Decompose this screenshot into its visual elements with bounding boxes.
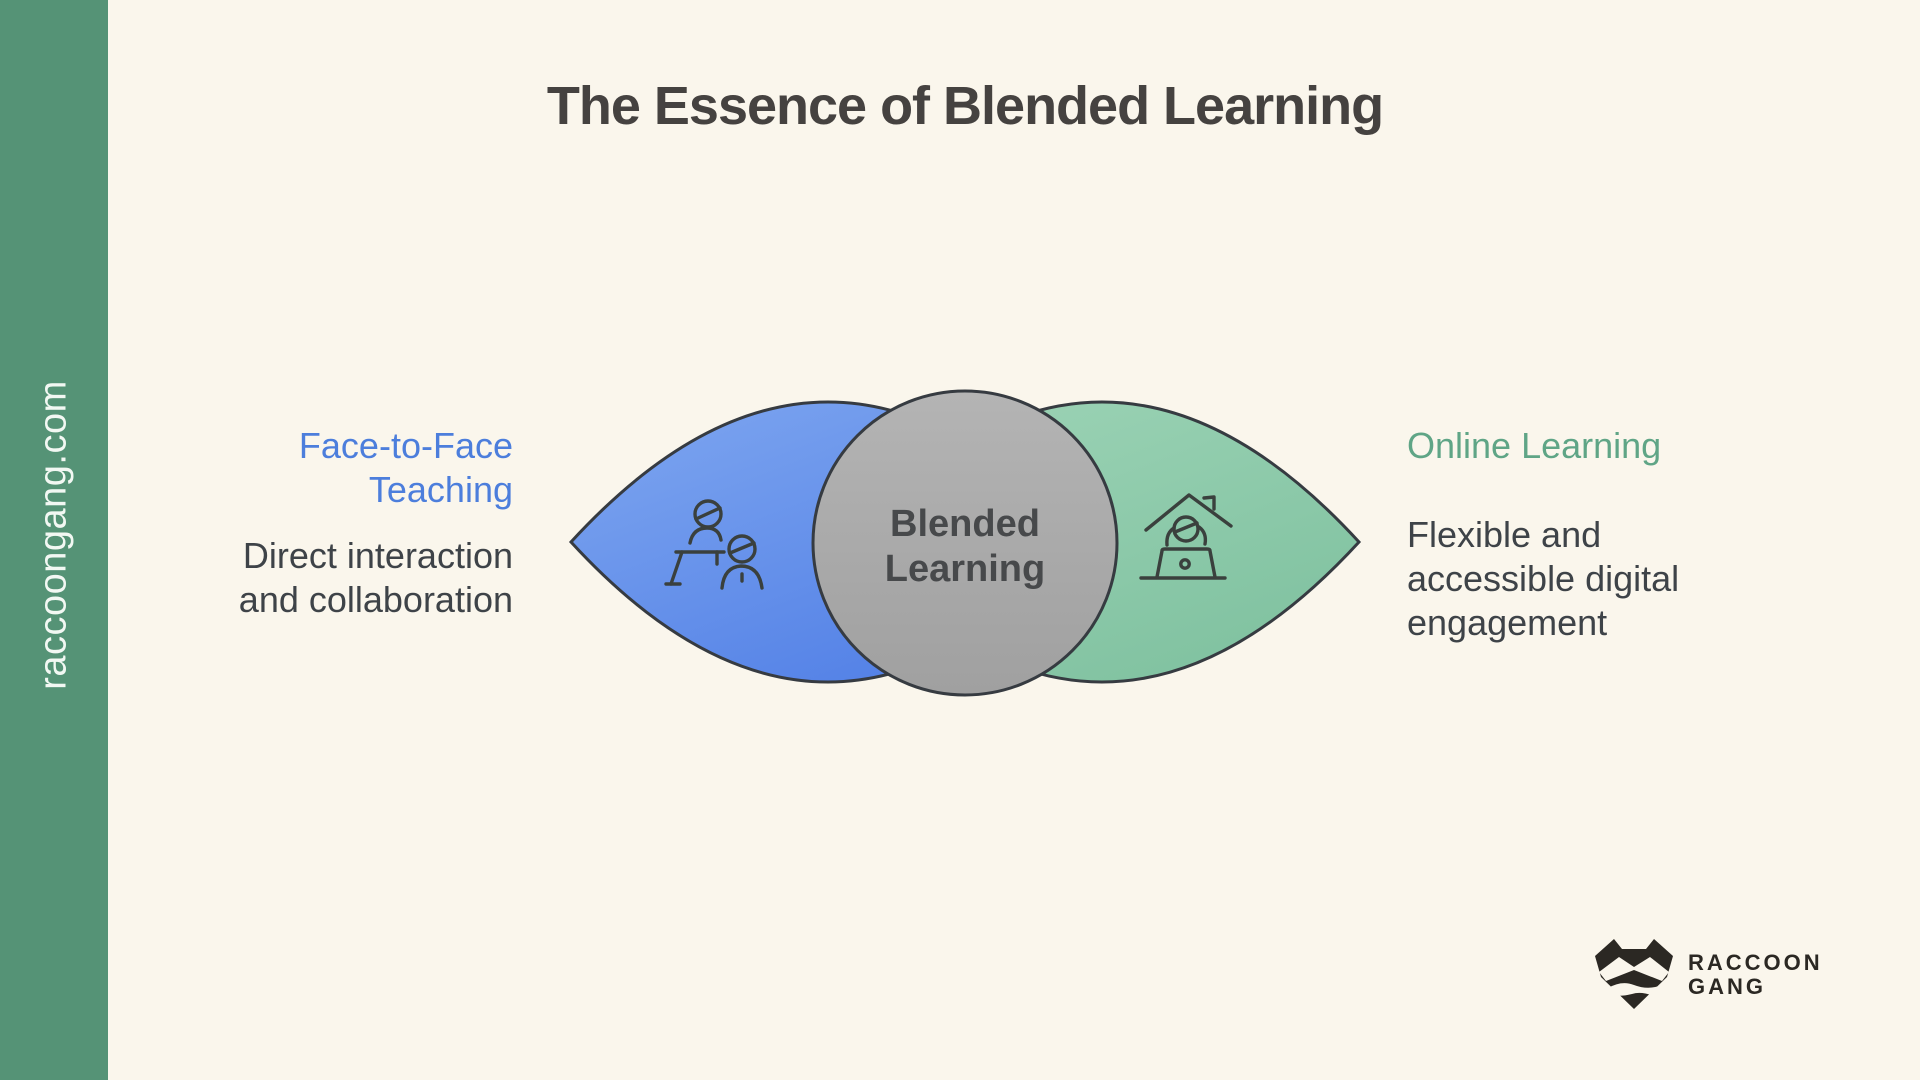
home-learning-icon [1139, 493, 1233, 580]
online-learning-heading: Online Learning [1407, 425, 1662, 466]
blended-learning-label: Blended Learning [884, 503, 1046, 590]
brand-name-line2: GANG [1688, 974, 1766, 999]
face-to-face-heading: Face-to-Face Teaching [298, 425, 513, 510]
blended-circle [811, 389, 1119, 697]
brand-logo: RACCOON GANG [1592, 936, 1852, 1016]
page-title: The Essence of Blended Learning [546, 76, 1384, 136]
brand-name-line1: RACCOON [1688, 950, 1823, 975]
online-learning-description: Flexible and accessible digital engageme… [1407, 514, 1680, 643]
sidebar-rail: raccoongang.com [0, 0, 108, 1080]
face-to-face-description: Direct interaction and collaboration [238, 535, 513, 620]
face-to-face-icon [664, 499, 764, 590]
raccoon-icon [1595, 939, 1673, 1009]
brand-name: RACCOON GANG [1688, 951, 1823, 999]
